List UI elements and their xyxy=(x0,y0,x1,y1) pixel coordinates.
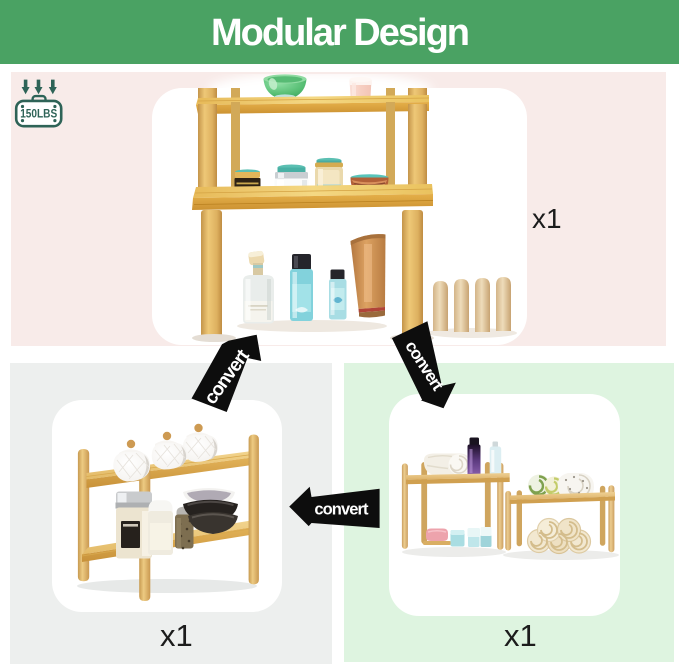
svg-text:150LBS: 150LBS xyxy=(20,109,57,121)
